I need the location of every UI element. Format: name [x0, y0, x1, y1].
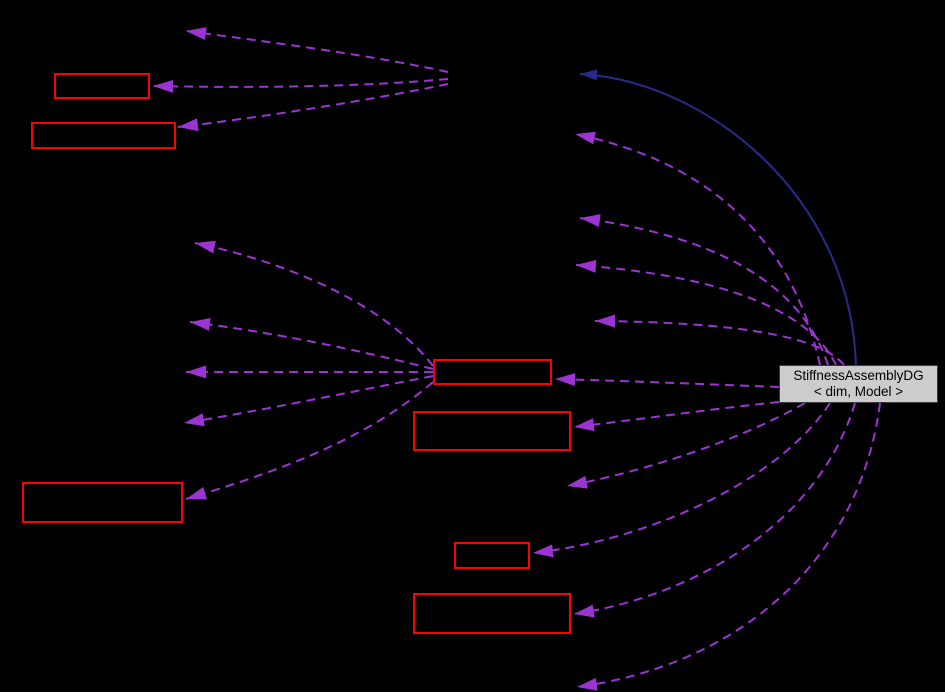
edge-base-to-box-top-wide — [177, 83, 449, 132]
edge-base-to-top-node — [185, 27, 449, 73]
edge-main-to-base-inheritance — [579, 69, 857, 366]
edge-main-to-box-center — [554, 373, 780, 388]
edge-main-to-right-node-5 — [566, 402, 806, 489]
main-class-name: StiffnessAssemblyDG — [793, 368, 924, 384]
main-class-node: StiffnessAssemblyDG < dim, Model > — [779, 365, 938, 403]
edge-main-to-box-bottom-small — [532, 402, 831, 558]
edge-main-to-right-node-4 — [594, 314, 845, 366]
edge-main-to-box-center-lower — [573, 401, 780, 432]
edge-base-to-box-top-small — [152, 78, 449, 93]
edge-center-to-left-node-4 — [183, 375, 434, 427]
edge-center-to-left-node-2 — [189, 318, 434, 370]
main-class-template-params: < dim, Model > — [813, 384, 904, 399]
node-box-center-lower[interactable] — [413, 411, 571, 451]
node-box-left[interactable] — [22, 482, 183, 523]
edge-center-to-left-node-1 — [194, 240, 434, 367]
edge-layer — [152, 27, 881, 691]
edge-main-to-right-node-6 — [576, 402, 881, 691]
node-box-top-small[interactable] — [54, 73, 150, 99]
node-box-bottom-wide[interactable] — [413, 593, 571, 634]
edge-center-to-box-left — [185, 381, 434, 500]
node-box-center[interactable] — [433, 359, 552, 385]
edge-main-to-right-node-2 — [579, 214, 829, 366]
edge-main-to-right-node-1 — [574, 131, 821, 366]
node-box-top-wide[interactable] — [31, 122, 176, 149]
edge-main-to-right-node-3 — [575, 259, 837, 366]
edge-main-to-box-bottom-wide — [573, 402, 856, 618]
node-box-bottom-small[interactable] — [454, 542, 530, 569]
